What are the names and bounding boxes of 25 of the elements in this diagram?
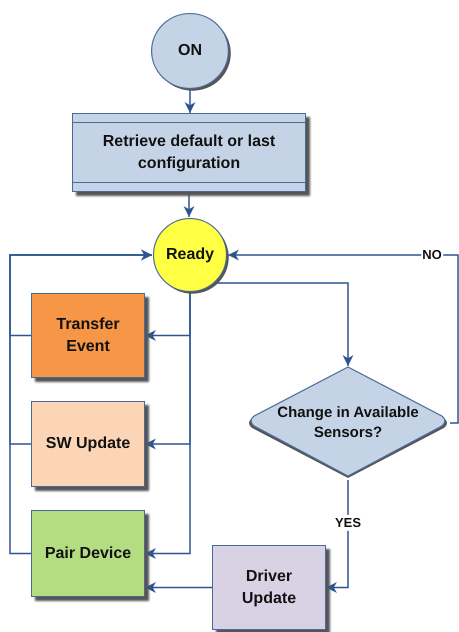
arrow [184,90,196,113]
node-label: ON [177,41,203,62]
process-box [31,293,145,378]
arrow [184,192,194,217]
process-box [212,545,326,630]
start-circle [150,12,230,90]
node-label: Driver Update [240,566,298,608]
arrow [145,293,191,559]
node-label: Transfer Event [55,314,121,356]
node-label: Pair Device [44,544,132,564]
arrow [228,250,459,424]
state-circle [152,217,228,293]
edge-label: YES [334,514,362,532]
process-box [72,113,306,192]
process-box [31,401,145,487]
decision-diamond [246,366,450,480]
node-label: Change in Available Sensors? [276,402,420,443]
arrow [145,582,212,593]
arrow [326,480,349,593]
node-label: Ready [164,245,216,266]
node-label: Retrieve default or last configuration [102,132,276,174]
node-label: SW Update [44,434,132,454]
process-box [31,510,145,597]
arrow [216,282,354,366]
arrow [9,250,152,554]
